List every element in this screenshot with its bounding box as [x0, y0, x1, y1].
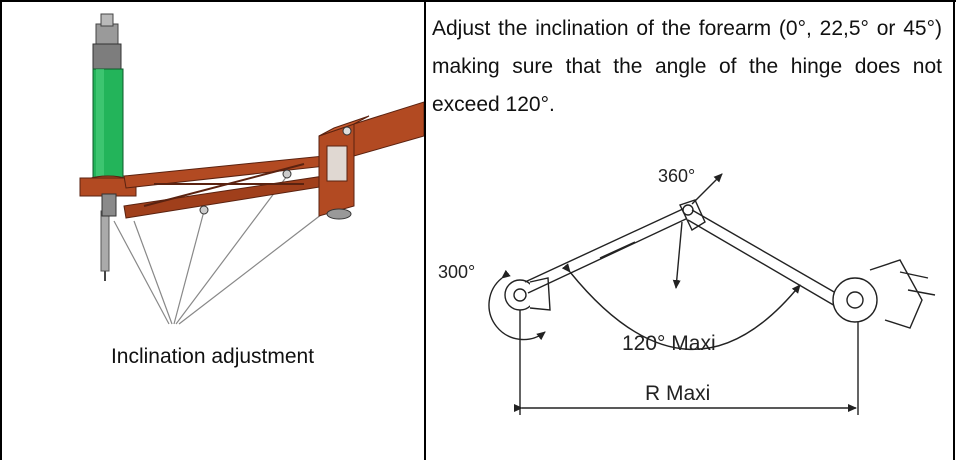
- table-border-right: [953, 0, 955, 460]
- arm-illustration: [79, 13, 424, 325]
- label-120-maxi: 120° Maxi: [622, 332, 716, 355]
- table-border-top: [0, 0, 956, 2]
- table-border-left: [0, 0, 2, 460]
- label-r-maxi: R Maxi: [645, 382, 710, 405]
- illustration-caption: Inclination adjustment: [110, 345, 315, 368]
- hinge-angle-diagram: 360° 300° 120° Maxi R Maxi: [438, 166, 936, 415]
- right-pivot: [832, 277, 878, 323]
- guide-lines: [113, 175, 327, 325]
- label-300: 300°: [438, 262, 475, 282]
- label-360: 360°: [658, 166, 695, 186]
- instruction-text: Adjust the inclination of the forearm (0…: [432, 17, 942, 116]
- table-border-middle: [424, 0, 426, 460]
